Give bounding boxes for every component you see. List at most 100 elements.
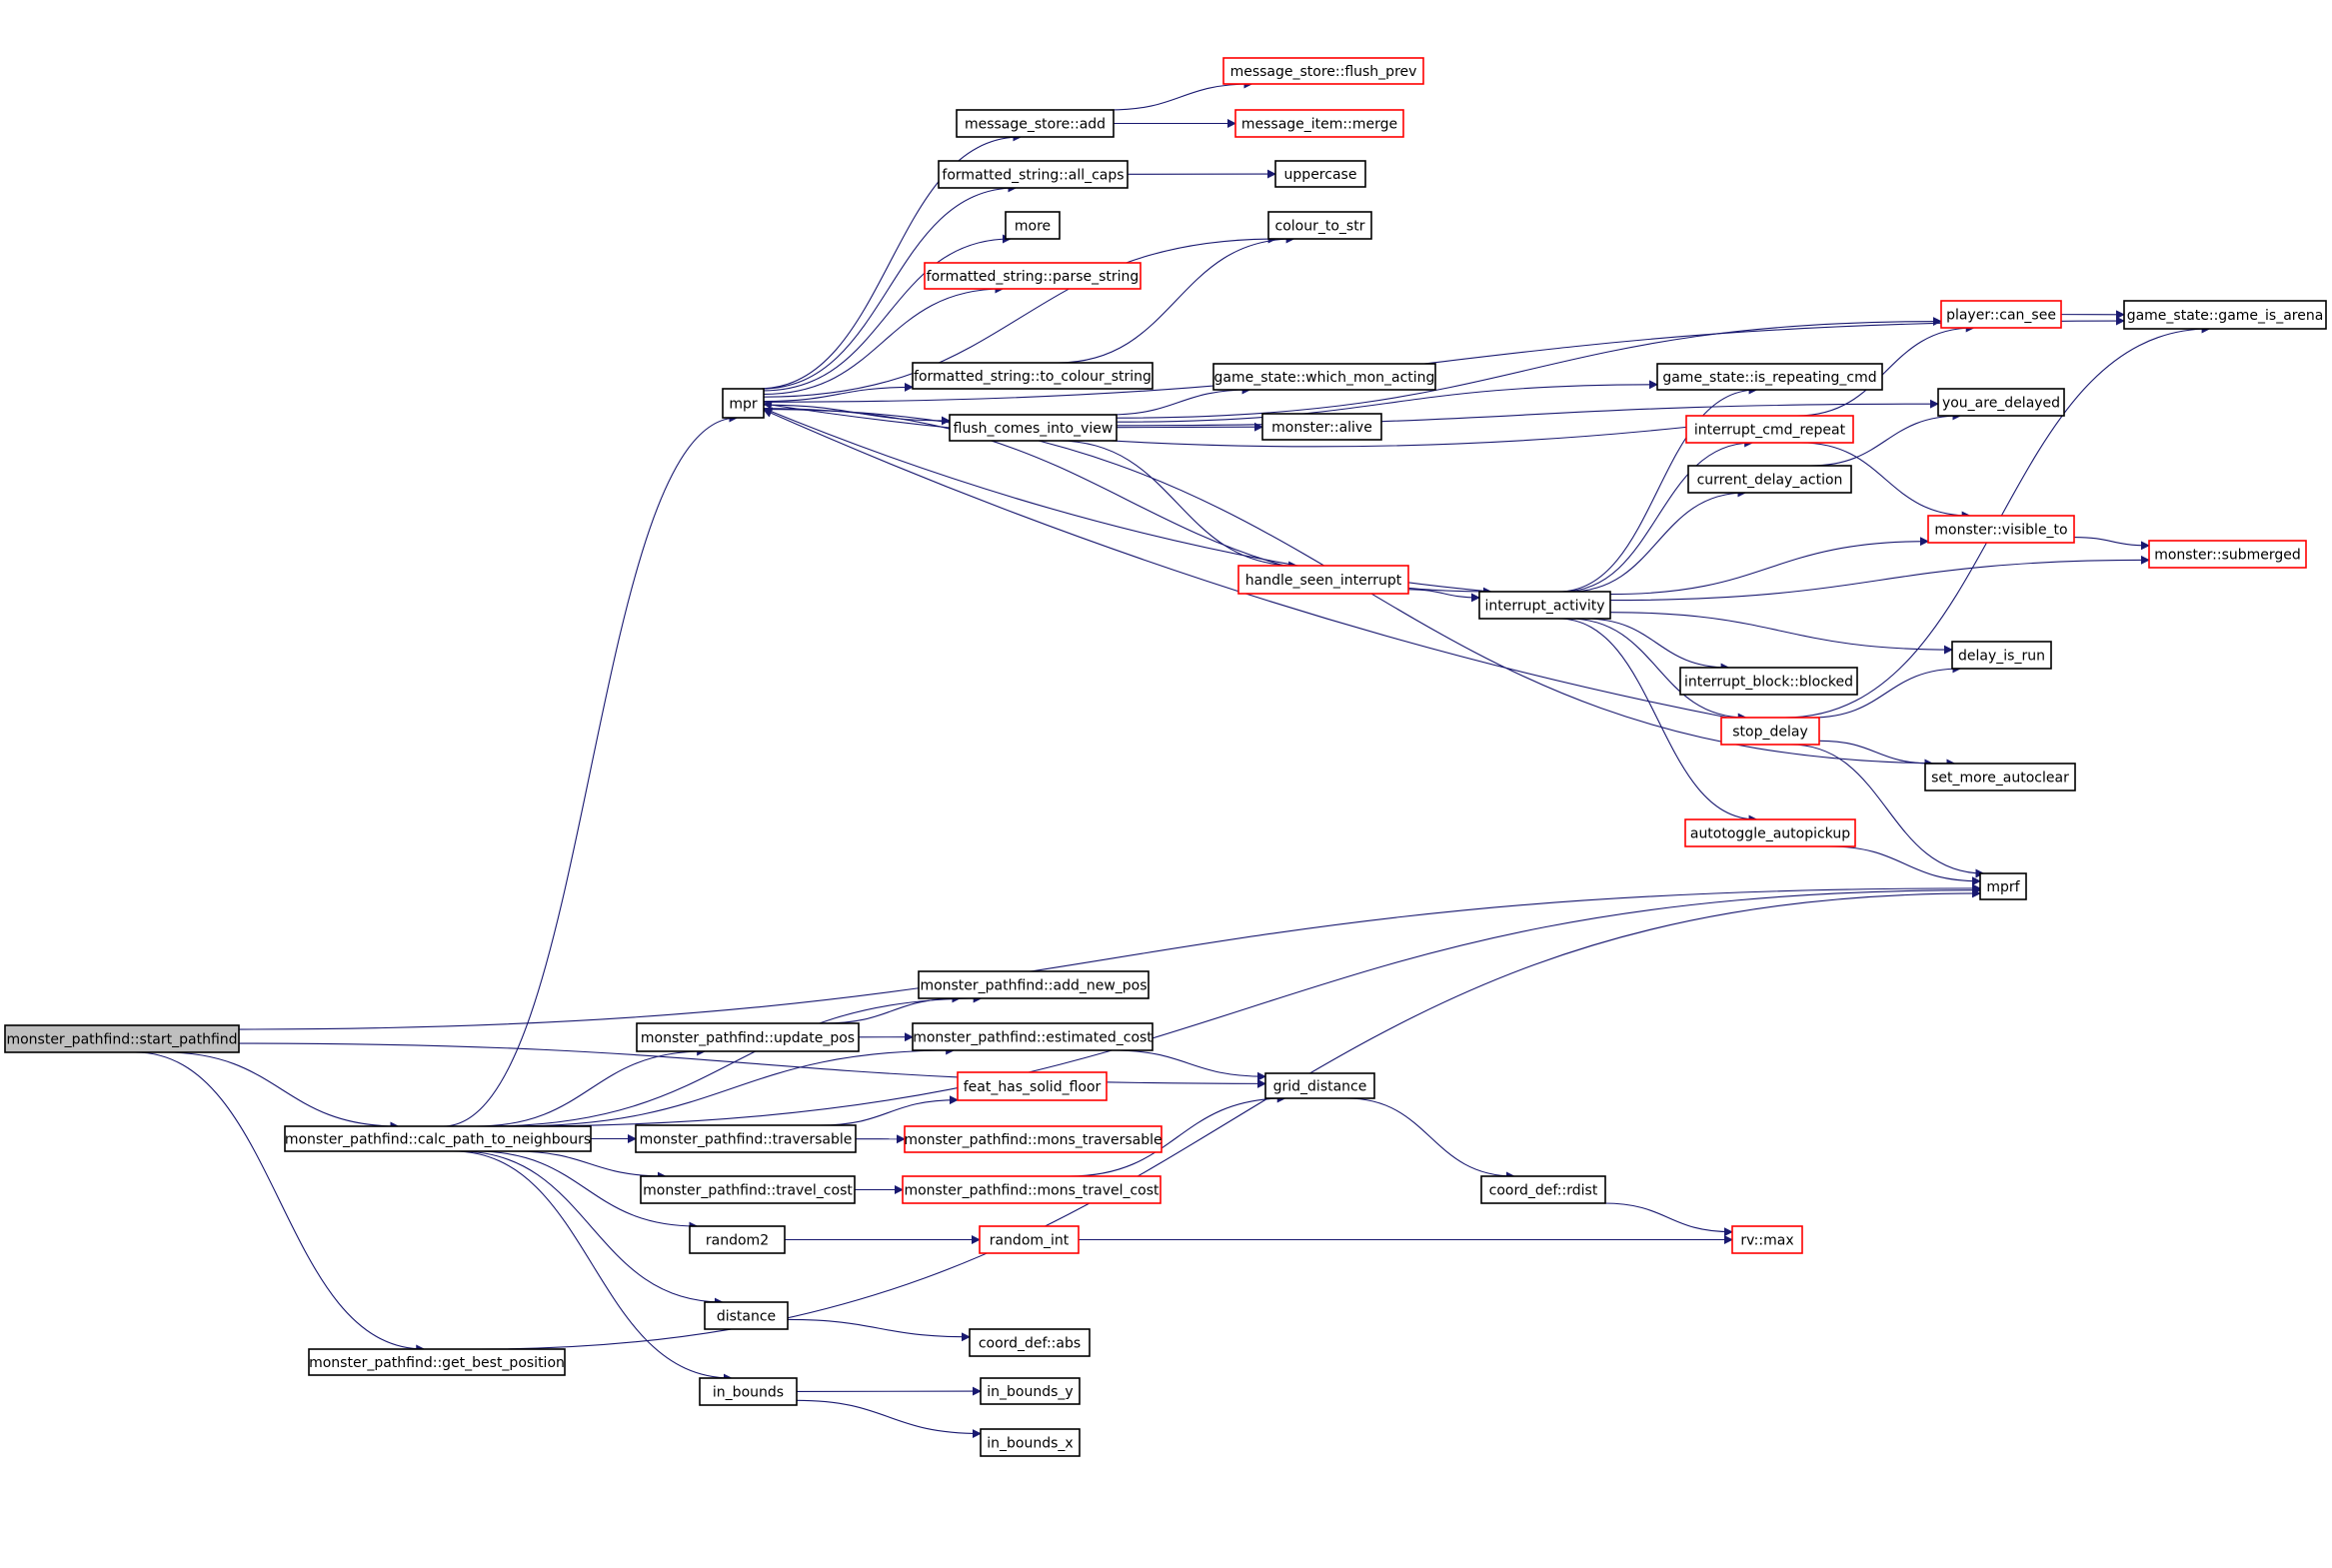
node-mpr[interactable]: mpr [722,388,765,419]
edge-interrupt-act-to-mon-visible [1609,537,1929,596]
node-distance[interactable]: distance [704,1301,789,1330]
node-ms-flush-prev[interactable]: message_store::flush_prev [1222,57,1424,85]
node-feat-solid[interactable]: feat_has_solid_floor [957,1071,1108,1101]
node-handle-seen[interactable]: handle_seen_interrupt [1237,565,1409,595]
node-box [2123,300,2327,330]
node-mp-est-cost[interactable]: monster_pathfind::estimated_cost [912,1022,1154,1051]
node-autotoggle[interactable]: autotoggle_autopickup [1684,818,1856,847]
node-flush-view[interactable]: flush_comes_into_view [949,414,1118,442]
node-interrupt-act[interactable]: interrupt_activity [1478,591,1611,620]
node-mprf[interactable]: mprf [1979,872,2027,900]
node-mp-travel-cost[interactable]: monster_pathfind::travel_cost [640,1175,856,1204]
node-label: monster_pathfind::start_pathfind [6,1032,237,1048]
node-grid-distance[interactable]: grid_distance [1264,1072,1375,1099]
edge-distance-to-coord-abs [787,1318,971,1342]
node-interrupt-cmd[interactable]: interrupt_cmd_repeat [1685,415,1854,444]
node-uppercase[interactable]: uppercase [1274,160,1366,188]
node-box [1685,415,1854,444]
node-label: coord_def::rdist [1489,1183,1598,1199]
node-label: formatted_string::parse_string [927,269,1140,285]
node-fs-all-caps[interactable]: formatted_string::all_caps [938,160,1129,189]
edge-interrupt-act-to-mon-submerged [1609,555,2150,602]
node-random2[interactable]: random2 [689,1225,786,1254]
node-fs-parse[interactable]: formatted_string::parse_string [924,262,1142,290]
node-label: monster_pathfind::update_pos [641,1030,855,1046]
node-label: interrupt_cmd_repeat [1694,423,1846,439]
node-box [1267,211,1372,240]
edge-calc-path-to-mprf [515,885,1981,1127]
node-colour-to-str[interactable]: colour_to_str [1267,211,1372,240]
node-mp-update[interactable]: monster_pathfind::update_pos [636,1022,860,1052]
node-mi-merge[interactable]: message_item::merge [1234,109,1404,138]
node-box [904,1125,1163,1153]
edge-interrupt-act-to-cur-delay [1568,488,1747,593]
edge-flush-view-to-handle-seen [1058,440,1298,571]
node-label: message_store::flush_prev [1230,64,1417,80]
edge-calc-path-to-random2 [475,1150,699,1231]
edge-calc-path-to-distance [459,1150,724,1307]
edge-get-best-to-mprf [479,888,1981,1350]
edge-mpr-to-ms-add [758,132,1023,390]
node-coord-abs[interactable]: coord_def::abs [969,1328,1091,1357]
node-random-int[interactable]: random_int [979,1225,1080,1254]
node-label: monster_pathfind::get_best_position [309,1355,565,1371]
node-mon-alive[interactable]: monster::alive [1261,413,1382,441]
node-stop-delay[interactable]: stop_delay [1720,717,1820,746]
node-mp-mons-trav[interactable]: monster_pathfind::mons_traversable [904,1125,1163,1153]
node-label: game_state::which_mon_acting [1214,370,1435,386]
node-delay-is-run[interactable]: delay_is_run [1951,641,2052,670]
edge-cur-delay-to-you-delayed [1810,411,1962,467]
node-gs-is-arena[interactable]: game_state::game_is_arena [2123,300,2327,330]
node-label: you_are_delayed [1942,396,2060,412]
node-box [1212,363,1436,391]
node-label: random_int [990,1233,1070,1249]
node-start-pathfind[interactable]: monster_pathfind::start_pathfind [4,1024,240,1053]
edge-stop-delay-to-mprf [1790,744,1985,878]
node-label: monster_pathfind::traversable [640,1132,853,1148]
node-box [689,1225,786,1254]
node-label: game_state::game_is_arena [2127,308,2324,324]
node-label: formatted_string::all_caps [942,168,1124,184]
node-gs-repeating[interactable]: game_state::is_repeating_cmd [1656,363,1883,391]
node-player-can-see[interactable]: player::can_see [1940,300,2062,329]
node-label: in_bounds_y [987,1384,1073,1400]
node-box [956,109,1115,138]
node-label: message_store::add [965,117,1106,133]
node-in-bounds-y[interactable]: in_bounds_y [980,1377,1081,1405]
node-ms-add[interactable]: message_store::add [956,109,1115,138]
node-mp-mons-cost[interactable]: monster_pathfind::mons_travel_cost [902,1175,1162,1204]
node-set-more[interactable]: set_more_autoclear [1924,763,2076,791]
node-box [1261,413,1382,441]
node-cur-delay[interactable]: current_delay_action [1687,465,1852,494]
node-label: monster::visible_to [1934,523,2067,539]
node-box [4,1024,240,1053]
node-more[interactable]: more [1005,211,1061,240]
node-in-bounds-x[interactable]: in_bounds_x [980,1428,1081,1457]
node-coord-rdist[interactable]: coord_def::rdist [1480,1175,1606,1204]
node-label: uppercase [1284,167,1357,183]
node-label: message_item::merge [1241,117,1397,133]
edge-mpr-to-more [763,234,1012,392]
edge-interrupt-act-to-stop-delay [1568,618,1747,723]
node-mon-visible[interactable]: monster::visible_to [1927,515,2075,544]
node-rv-max[interactable]: rv::max [1731,1225,1803,1254]
node-you-delayed[interactable]: you_are_delayed [1937,388,2065,417]
node-label: more [1015,219,1051,235]
node-mon-submerged[interactable]: monster::submerged [2148,540,2307,569]
node-calc-path[interactable]: monster_pathfind::calc_path_to_neighbour… [284,1125,592,1152]
node-box [980,1428,1081,1457]
edge-stop-delay-to-mpr [763,409,1728,719]
node-ib-blocked[interactable]: interrupt_block::blocked [1679,667,1858,696]
node-mp-add-new[interactable]: monster_pathfind::add_new_pos [918,970,1150,999]
node-box [1005,211,1061,240]
edge-interrupt-act-to-gs-repeating [1557,385,1758,593]
node-fs-to-colour[interactable]: formatted_string::to_colour_string [912,362,1154,390]
node-gs-which-mon[interactable]: game_state::which_mon_acting [1212,363,1436,391]
node-mp-traversable[interactable]: monster_pathfind::traversable [635,1124,857,1153]
node-label: monster_pathfind::travel_cost [643,1183,853,1199]
edge-calc-path-to-mp-update [476,1046,707,1127]
edge-mpr-to-fs-all-caps [761,183,1018,390]
node-in-bounds[interactable]: in_bounds [699,1377,798,1406]
node-get-best[interactable]: monster_pathfind::get_best_position [308,1348,566,1376]
